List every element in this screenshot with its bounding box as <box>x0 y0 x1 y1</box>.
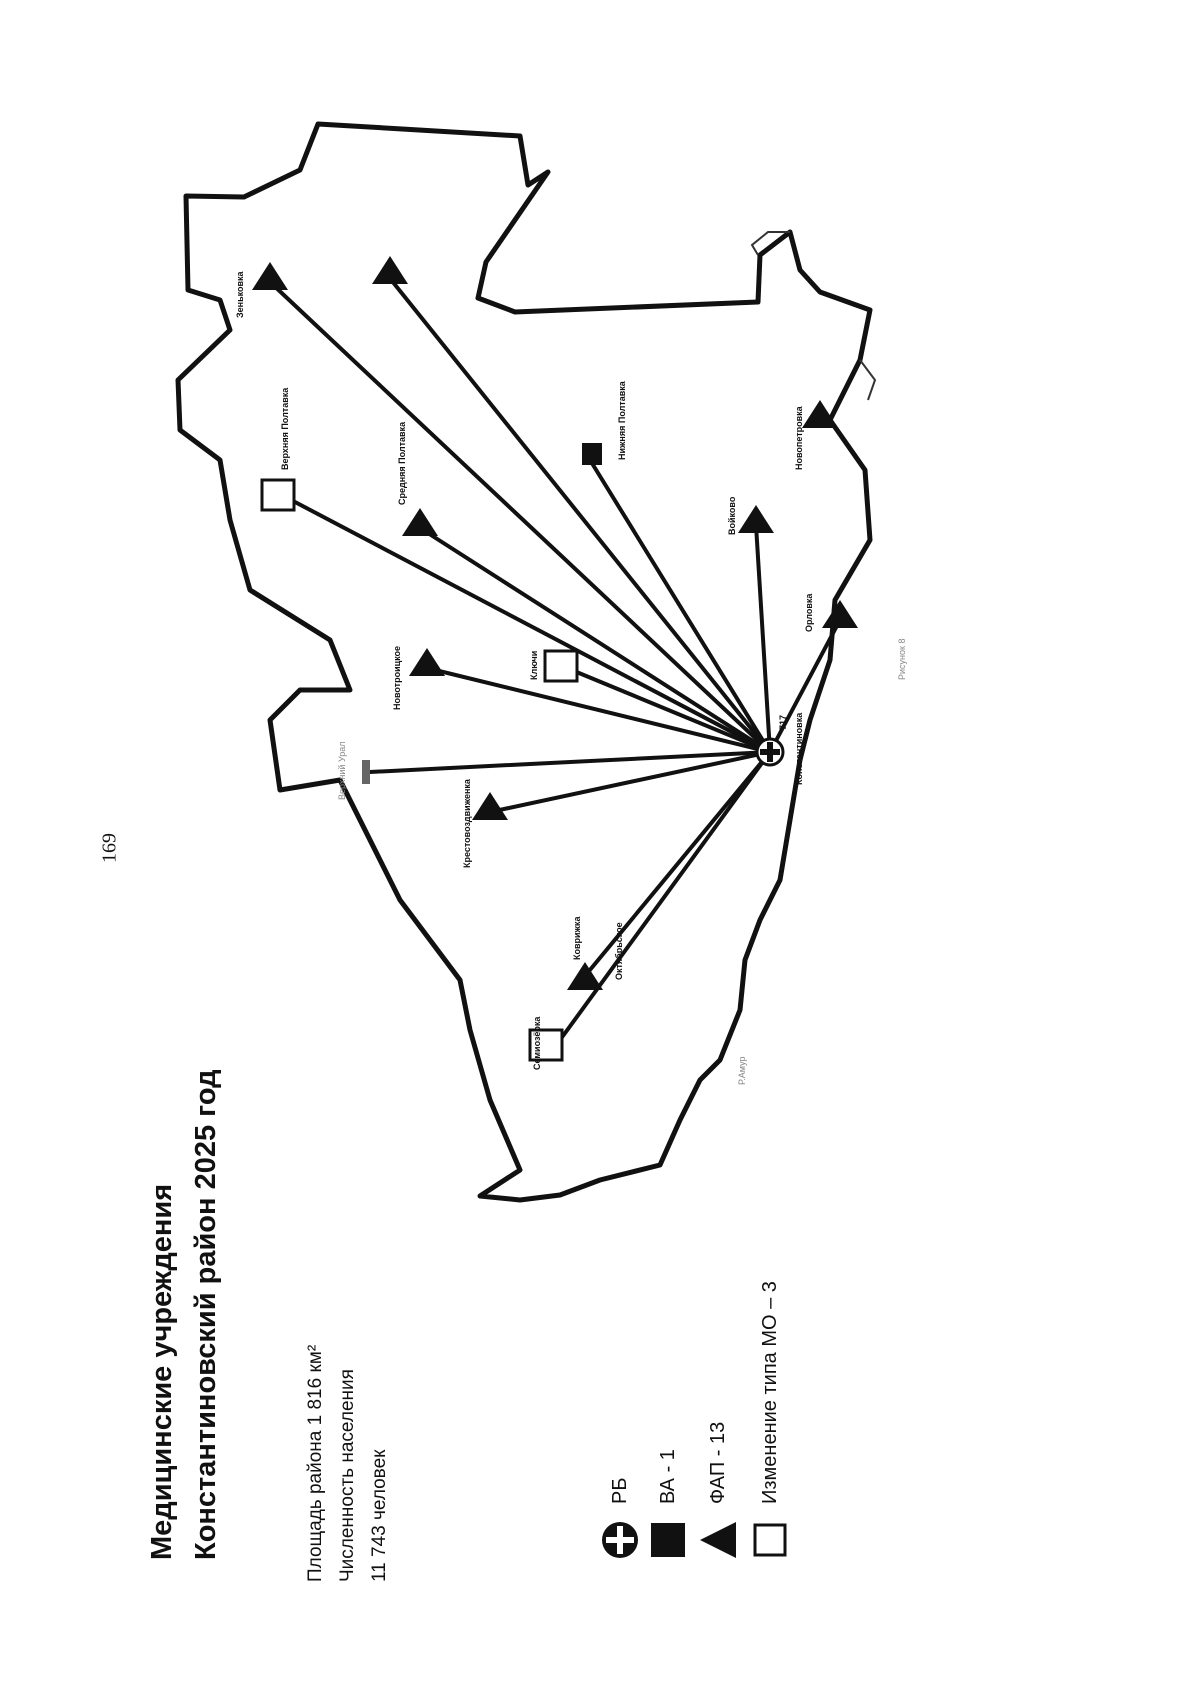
line-settlement-2 <box>386 274 772 754</box>
district-border <box>175 121 873 1203</box>
change-marker <box>543 649 579 683</box>
label-oktyabrskoe: Октябрьское <box>614 922 624 980</box>
line-verkhniy-ural <box>368 750 772 774</box>
line-semiozerka <box>558 750 772 1042</box>
cross-circle-icon <box>602 1522 638 1558</box>
fap-marker <box>567 962 603 990</box>
fap-marker <box>472 792 508 820</box>
verkhniy-ural-marker <box>362 760 370 784</box>
fap-marker <box>822 600 858 628</box>
label-novotroitskoe: Новотроицкое <box>392 646 402 710</box>
label-orlovka: Орловка <box>804 593 814 632</box>
line-nizhnyaya-poltavka <box>588 458 772 754</box>
line-krestovozdvizhenka <box>488 750 772 814</box>
label-krestovozdvizhenka: Крестовоздвиженка <box>462 778 472 868</box>
label-srednyaya-poltavka: Средняя Полтавка <box>397 421 407 505</box>
change-marker <box>528 1028 564 1062</box>
label-voykovo: Войково <box>727 496 737 535</box>
legend-item-change: Изменение типа МО – 3 <box>750 1281 790 1560</box>
line-voykovo <box>754 523 772 754</box>
line-klyuchi <box>560 664 772 754</box>
label-kovrizhka: Коврижка <box>572 916 582 960</box>
square-filled-icon <box>651 1523 685 1557</box>
settlement-labels: Зеньковка Верхняя Полтавка Средняя Полта… <box>235 270 907 1085</box>
river-edge <box>750 231 877 401</box>
line-verkhnyaya-poltavka <box>293 500 772 754</box>
side-label: Рисунок 8 <box>897 639 907 680</box>
change-markers <box>260 478 579 1062</box>
triangle-filled-icon <box>700 1522 736 1558</box>
fap-marker <box>802 400 838 428</box>
label-hub-name: Константиновка <box>794 712 804 785</box>
square-outline-icon <box>753 1523 787 1557</box>
legend-item-rb: РБ <box>600 1478 640 1560</box>
legend-item-fap: ФАП - 13 <box>698 1422 738 1560</box>
va-marker <box>582 443 602 465</box>
label-verkhnyaya-poltavka: Верхняя Полтавка <box>280 387 290 470</box>
label-verkhniy-ural: Верхний Урал <box>337 741 347 800</box>
fap-marker <box>738 505 774 533</box>
fap-marker <box>252 262 288 290</box>
line-srednyaya-poltavka <box>418 526 772 754</box>
line-orlovka <box>768 618 842 754</box>
line-novotroitskoe <box>425 666 772 754</box>
hub-cross-circle-icon <box>755 737 785 767</box>
label-semiozerka: Семиозёрка <box>532 1016 542 1070</box>
legend-item-va: ВА - 1 <box>648 1449 688 1560</box>
line-kovrizhka <box>578 750 772 984</box>
fap-marker <box>409 648 445 676</box>
label-zenkovka: Зеньковка <box>235 270 245 318</box>
label-hub-code: 717 <box>778 715 788 730</box>
label-klyuchi: Ключи <box>529 651 539 680</box>
change-marker <box>260 478 296 512</box>
label-nizhnyaya-poltavka: Нижняя Полтавка <box>617 380 627 460</box>
fap-markers <box>252 256 858 990</box>
river-label: Р.Амур <box>737 1057 747 1086</box>
connection-lines <box>268 274 842 1042</box>
line-zenkovka <box>268 280 772 754</box>
fap-marker <box>402 508 438 536</box>
fap-marker <box>372 256 408 284</box>
label-novopetrovka: Новопетровка <box>794 405 804 470</box>
